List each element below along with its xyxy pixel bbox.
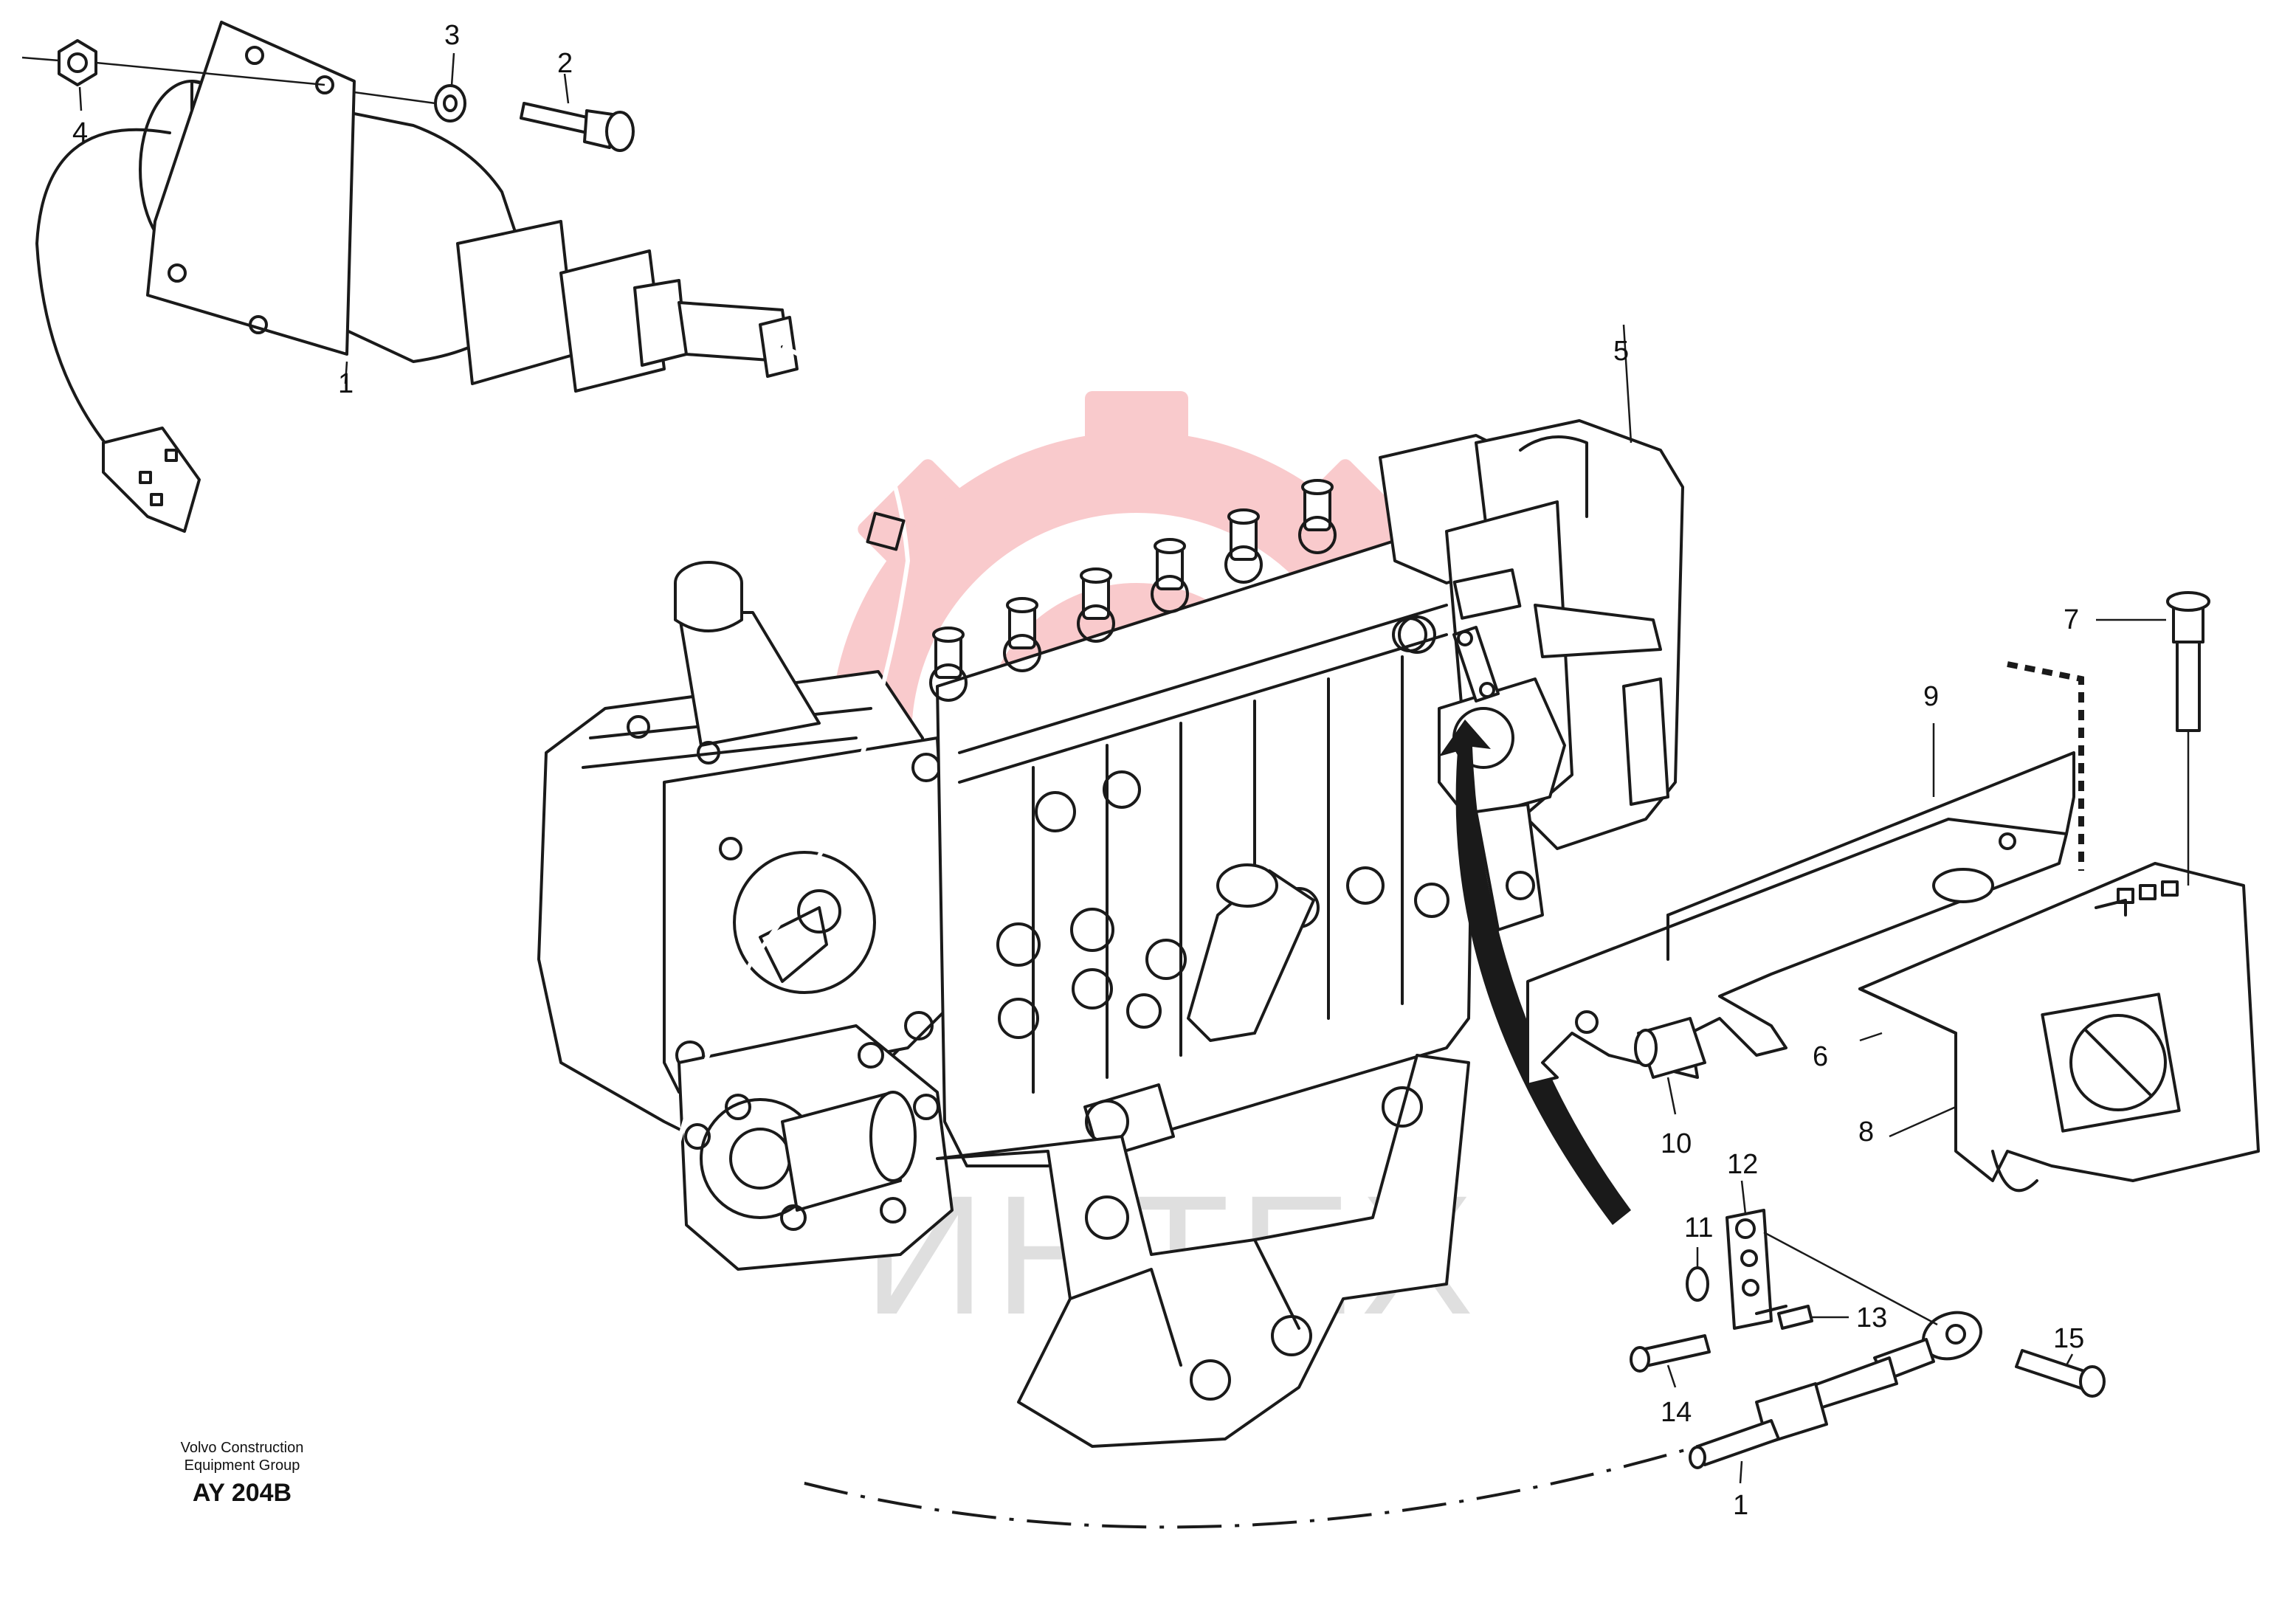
callout-7: 7 [2064,604,2079,635]
callout-4: 4 [72,117,88,148]
hex-nut-icon [58,39,97,86]
callout-14: 14 [1661,1397,1692,1428]
drawing-code: AY 204B [193,1479,292,1507]
callout-6: 6 [1813,1041,1828,1072]
callout-13: 13 [1856,1302,1887,1333]
callout-5: 5 [1613,336,1629,367]
callout-11: 11 [1684,1212,1713,1243]
flange-bolt-icon [2015,1349,2106,1398]
mounting-brackets [1526,591,2260,1193]
callout-10: 10 [1661,1128,1692,1159]
flange-bolt-icon [1630,1334,1711,1373]
pump-support-legs [936,1054,1470,1448]
stop-solenoid [35,21,911,1485]
callout-1-bottom: 1 [1733,1490,1748,1521]
injection-pump [537,561,954,1271]
washer-icon [1686,1266,1709,1302]
pump-element-block [929,479,1478,1167]
credit-line-1: Volvo Construction [181,1440,304,1456]
callout-1-top: 1 [338,368,354,399]
top-hardware [21,39,635,152]
flange-bolt-icon [520,102,635,152]
callout-9: 9 [1923,681,1939,712]
prohibition-sign-icon [2069,1014,2167,1111]
callout-15: 15 [2053,1323,2084,1354]
credit-line-2: Equipment Group [185,1457,300,1474]
callout-2: 2 [557,48,573,79]
arrow-icon [1439,719,1631,1225]
linkage-parts [1630,1209,2106,1469]
leader-lines [78,52,2166,1484]
cable-route-line [804,1445,1698,1529]
washer-icon [434,84,466,122]
flange-bolt-icon [1634,1017,1706,1079]
credit-block: Volvo Construction Equipment Group AY 20… [181,1440,304,1507]
callout-3: 3 [444,20,460,51]
callout-8: 8 [1858,1117,1874,1148]
flange-bolt-icon [2166,591,2210,886]
callout-numbers: 1 2 3 4 5 6 7 8 9 10 11 12 13 14 15 1 [72,20,2084,1521]
callout-12: 12 [1727,1149,1758,1180]
